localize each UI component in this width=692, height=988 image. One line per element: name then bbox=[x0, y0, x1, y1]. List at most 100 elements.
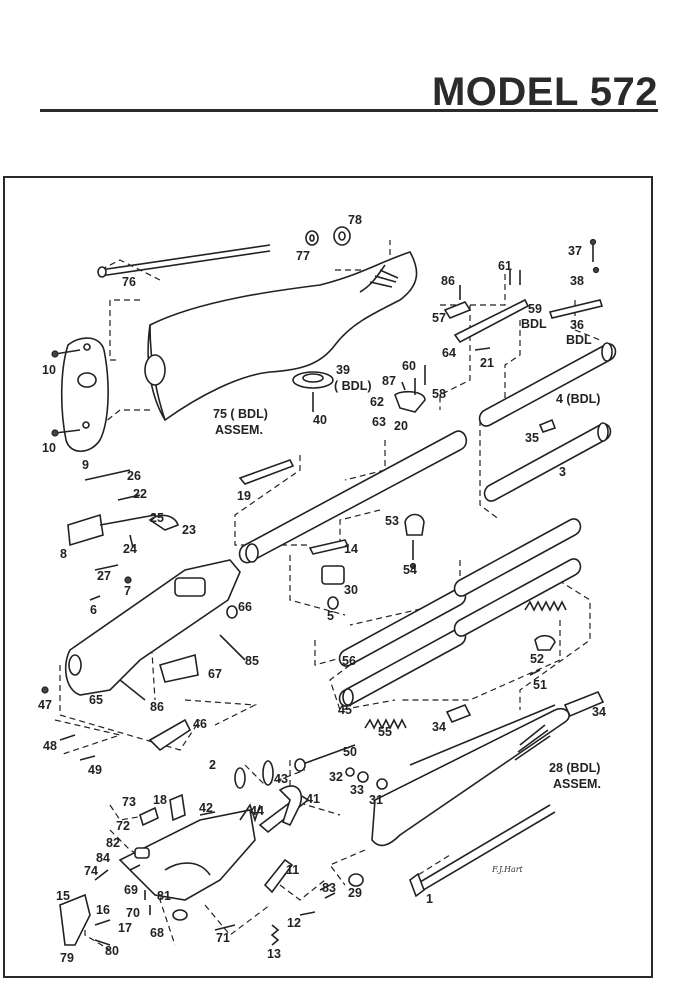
label-57: 57 bbox=[432, 311, 446, 325]
label-65: 65 bbox=[89, 693, 103, 707]
part-labels: 78 77 76 10 10 9 75 ( BDL) ASSEM. 39 ( B… bbox=[38, 213, 606, 965]
part-76-stock-bolt bbox=[97, 244, 271, 278]
label-59: 59 bbox=[528, 302, 542, 316]
part-28-forearm bbox=[371, 690, 605, 847]
part-29-nut bbox=[348, 873, 364, 887]
label-30: 30 bbox=[344, 583, 358, 597]
label-10b: 10 bbox=[42, 441, 56, 455]
label-79: 79 bbox=[60, 951, 74, 965]
part-11-12-13-disconnector bbox=[263, 858, 316, 946]
part-52-51-magazine-plug bbox=[529, 634, 556, 676]
part-34-forearm-nut bbox=[445, 703, 472, 724]
part-10-screws bbox=[51, 349, 81, 437]
label-53: 53 bbox=[385, 514, 399, 528]
label-12: 12 bbox=[287, 916, 301, 930]
part-55-spring bbox=[364, 600, 567, 730]
label-78: 78 bbox=[348, 213, 362, 227]
label-36: 36 bbox=[570, 318, 584, 332]
label-11: 11 bbox=[286, 863, 299, 877]
label-72: 72 bbox=[116, 819, 130, 833]
part-56-45-magazine-tubes bbox=[338, 518, 582, 707]
label-5: 5 bbox=[327, 609, 334, 623]
part-53-54-magazine-stop bbox=[404, 513, 425, 570]
part-58-60-62-63-87-clamp bbox=[394, 365, 426, 413]
label-25: 25 bbox=[150, 511, 164, 525]
part-68-69-70-71-72-73-74-81-82-83-84 bbox=[94, 806, 336, 931]
label-82: 82 bbox=[106, 836, 120, 850]
part-50-follower bbox=[294, 744, 356, 772]
label-56: 56 bbox=[342, 654, 356, 668]
part-hammer-parts-41-44 bbox=[239, 760, 310, 834]
label-37: 37 bbox=[568, 244, 582, 258]
label-86a: 86 bbox=[441, 274, 455, 288]
label-67: 67 bbox=[208, 667, 222, 681]
label-51: 51 bbox=[533, 678, 547, 692]
label-85: 85 bbox=[245, 654, 259, 668]
label-62: 62 bbox=[370, 395, 384, 409]
label-24: 24 bbox=[123, 542, 137, 556]
label-10a: 10 bbox=[42, 363, 56, 377]
label-64: 64 bbox=[442, 346, 456, 360]
label-60: 60 bbox=[402, 359, 416, 373]
label-6: 6 bbox=[90, 603, 97, 617]
part-77-78-washers bbox=[305, 226, 351, 246]
label-18: 18 bbox=[153, 793, 167, 807]
part-1-2-action-bars bbox=[409, 804, 556, 898]
label-28-assem: ASSEM. bbox=[553, 777, 601, 791]
label-73: 73 bbox=[122, 795, 136, 809]
part-35-front-sight bbox=[538, 418, 557, 433]
label-14: 14 bbox=[344, 542, 358, 556]
label-54: 54 bbox=[403, 563, 417, 577]
part-6-7-screws bbox=[89, 576, 132, 601]
label-3: 3 bbox=[559, 465, 566, 479]
label-76: 76 bbox=[122, 275, 136, 289]
label-15: 15 bbox=[56, 889, 70, 903]
label-28-bdl: 28 (BDL) bbox=[549, 761, 600, 775]
diagram-title: MODEL 572 bbox=[431, 70, 658, 114]
label-8: 8 bbox=[60, 547, 67, 561]
label-74: 74 bbox=[84, 864, 98, 878]
label-2: 2 bbox=[209, 758, 216, 772]
part-15-16-17-79-80-trigger-guard bbox=[59, 893, 111, 946]
label-47: 47 bbox=[38, 698, 52, 712]
label-61: 61 bbox=[498, 259, 512, 273]
label-29: 29 bbox=[348, 886, 362, 900]
label-7: 7 bbox=[124, 584, 131, 598]
part-4-barrel bbox=[478, 342, 617, 427]
part-39-40-grip-cap bbox=[292, 371, 334, 412]
label-23: 23 bbox=[182, 523, 196, 537]
part-18-42-43 bbox=[169, 767, 246, 822]
label-70: 70 bbox=[126, 906, 140, 920]
label-39-bdl: ( BDL) bbox=[334, 379, 372, 393]
label-38: 38 bbox=[570, 274, 584, 288]
label-80: 80 bbox=[105, 944, 119, 958]
label-83: 83 bbox=[322, 881, 336, 895]
label-69: 69 bbox=[124, 883, 138, 897]
part-46-47-48-49 bbox=[41, 686, 192, 761]
label-34a: 34 bbox=[432, 720, 446, 734]
part-65-receiver bbox=[64, 559, 241, 696]
label-39: 39 bbox=[336, 363, 350, 377]
label-36-bdl: BDL bbox=[566, 333, 592, 347]
label-55: 55 bbox=[378, 725, 392, 739]
label-31: 31 bbox=[369, 793, 383, 807]
label-68: 68 bbox=[150, 926, 164, 940]
label-35: 35 bbox=[525, 431, 539, 445]
label-87: 87 bbox=[382, 374, 396, 388]
label-49: 49 bbox=[88, 763, 102, 777]
part-8-22-24-25-26-27-bolt-parts bbox=[67, 469, 179, 571]
diagram-frame bbox=[3, 176, 653, 978]
label-48: 48 bbox=[43, 739, 57, 753]
label-17: 17 bbox=[118, 921, 132, 935]
label-13: 13 bbox=[267, 947, 281, 961]
label-66: 66 bbox=[238, 600, 252, 614]
label-16: 16 bbox=[96, 903, 110, 917]
part-9-buttplate bbox=[60, 337, 109, 453]
artist-signature: F.J.Hart bbox=[491, 865, 524, 874]
label-71: 71 bbox=[216, 931, 230, 945]
label-84: 84 bbox=[96, 851, 110, 865]
label-44: 44 bbox=[250, 804, 264, 818]
label-46: 46 bbox=[193, 717, 207, 731]
label-41: 41 bbox=[306, 792, 320, 806]
